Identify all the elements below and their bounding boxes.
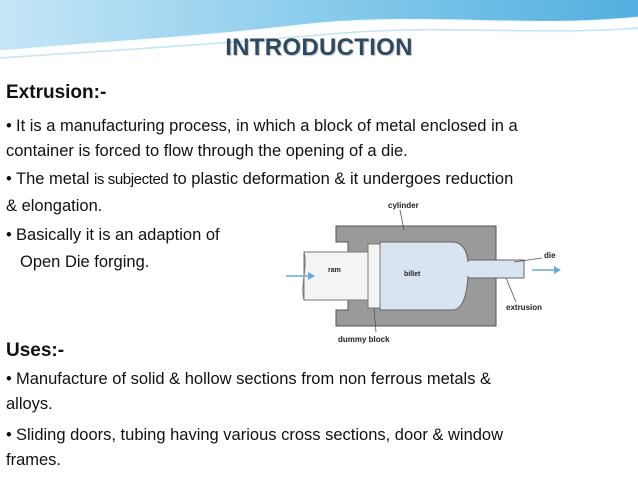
uses-bullet-2-line-1: •Sliding doors, tubing having various cr… (6, 426, 504, 444)
uses-heading: Uses:- (6, 340, 65, 361)
extrusion-bullet-1-line-1: •It is a manufacturing process, in which… (6, 117, 518, 135)
header-wave-decoration (0, 0, 638, 59)
uses-bullet-2-line-2: frames. (6, 451, 62, 469)
label-ram: ram (328, 267, 341, 274)
extrusion-bullet-2-line-1: •The metal is subjected to plastic defor… (6, 170, 514, 188)
dummy-block-shape (367, 243, 381, 309)
label-dummy-block: dummy block (338, 335, 390, 344)
billet-shape (379, 241, 525, 311)
extrusion-arrow-icon (532, 266, 561, 274)
label-die: die (544, 251, 556, 260)
extrusion-bullet-2-line-2: & elongation. (6, 197, 103, 215)
label-cylinder: cylinder (388, 201, 419, 210)
ram-arrow-icon (286, 272, 315, 280)
label-billet: billet (404, 271, 421, 278)
label-extrusion: extrusion (506, 303, 542, 312)
uses-bullet-1-line-2: alloys. (6, 395, 53, 413)
extrusion-bullet-3-line-2: Open Die forging. (20, 253, 150, 271)
slide-title: INTRODUCTION (225, 34, 413, 61)
extrusion-bullet-3-line-1: •Basically it is an adaption of (6, 226, 220, 244)
uses-bullet-1-line-1: •Manufacture of solid & hollow sections … (6, 370, 492, 388)
extrusion-bullet-1-line-2: container is forced to flow through the … (6, 142, 408, 160)
extrusion-diagram: cylinder die ram billet extrusion dummy … (284, 196, 576, 346)
extrusion-heading: Extrusion:- (6, 82, 107, 103)
